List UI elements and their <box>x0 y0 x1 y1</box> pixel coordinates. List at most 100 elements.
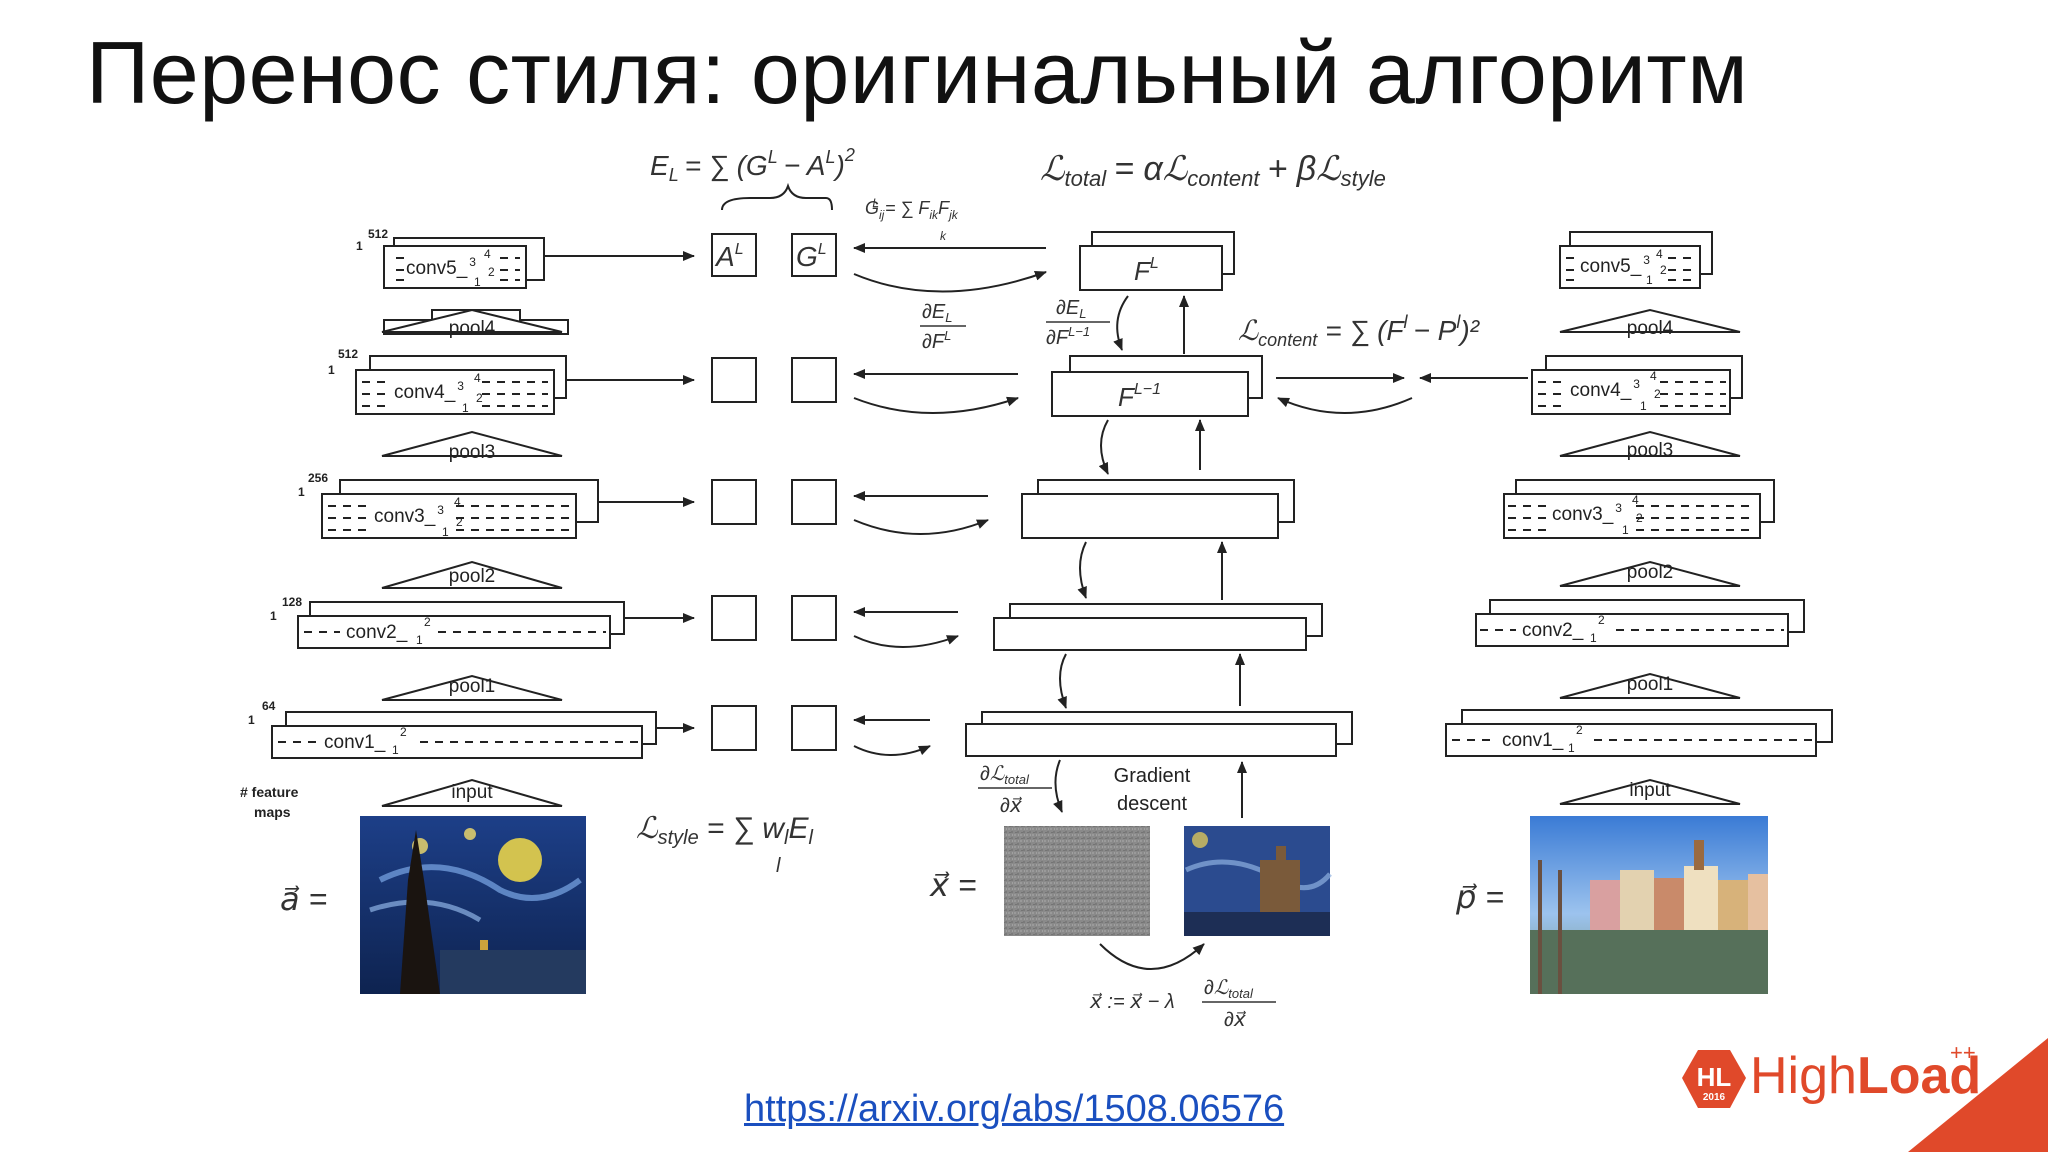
logo-word-light: High <box>1750 1047 1857 1105</box>
svg-text:pool2: pool2 <box>449 566 496 587</box>
svg-text:pool1: pool1 <box>449 676 496 697</box>
a-box-conv1 <box>711 705 757 751</box>
logo-corner-shape <box>1908 1038 2048 1152</box>
svg-text:a⃗ =: a⃗ = <box>280 881 327 917</box>
svg-text:l: l <box>776 855 781 877</box>
derivative-de-df: ∂EL ∂FL <box>920 301 966 353</box>
svg-text:1: 1 <box>356 239 363 253</box>
svg-text:HL: HL <box>1697 1062 1732 1092</box>
left-to-style-arrows <box>544 251 695 733</box>
g-box-conv2 <box>791 595 837 641</box>
gradient-label: Gradient descent <box>1114 765 1191 815</box>
update-arrow <box>1099 943 1205 970</box>
svg-text:64: 64 <box>262 699 276 713</box>
svg-text:2: 2 <box>424 615 431 629</box>
svg-text:conv2_: conv2_ <box>346 622 408 643</box>
tubingen-photo <box>1530 816 1768 994</box>
svg-text:∂FL−1: ∂FL−1 <box>1046 324 1090 349</box>
logo-wordmark: HighLoad <box>1750 1046 1981 1106</box>
svg-text:Gradient: Gradient <box>1114 765 1191 787</box>
svg-text:ℒstyle= ∑ wlEl: ℒstyle= ∑ wlEl <box>636 812 813 849</box>
svg-text:GL: GL <box>796 241 827 272</box>
svg-text:∂FL: ∂FL <box>922 328 951 353</box>
pool3-shape <box>381 430 563 457</box>
svg-text:x⃗ =: x⃗ = <box>929 867 977 903</box>
svg-text:4: 4 <box>1632 493 1639 507</box>
svg-text:FL: FL <box>1134 255 1159 286</box>
svg-text:4: 4 <box>454 495 461 509</box>
svg-text:1: 1 <box>270 609 277 623</box>
middle-column <box>965 231 1353 757</box>
svg-text:1: 1 <box>474 275 481 289</box>
svg-text:pool3: pool3 <box>1627 440 1674 461</box>
equation-style: ℒstyle= ∑ wlEl l <box>636 812 813 877</box>
svg-text:FL−1: FL−1 <box>1118 381 1161 412</box>
logo-word-bold: Load <box>1856 1047 1982 1105</box>
svg-text:pool3: pool3 <box>449 442 496 463</box>
svg-text:512: 512 <box>338 347 358 361</box>
paper-link[interactable]: https://arxiv.org/abs/1508.06576 <box>744 1088 1285 1130</box>
svg-text:∂EL: ∂EL <box>922 301 952 325</box>
svg-text:2: 2 <box>476 391 483 405</box>
svg-text:x⃗ := x⃗ − λ: x⃗ := x⃗ − λ <box>1089 991 1175 1013</box>
conv4-box <box>355 369 555 415</box>
left-network-labels: conv5_3 4 2 1 conv4_3 4 2 1 conv3_3 4 2 … <box>240 227 495 820</box>
svg-text:128: 128 <box>282 595 302 609</box>
svg-text:# feature: # feature <box>240 784 299 800</box>
svg-text:1: 1 <box>1640 399 1647 413</box>
svg-text:4: 4 <box>1656 247 1663 261</box>
left-pool-labels: pool4 pool3 pool2 pool1 input <box>449 318 496 803</box>
style-column-labels: AL GL <box>714 241 827 272</box>
highload-logo: HL 2016 <box>1682 1038 2048 1152</box>
svg-text:2: 2 <box>1598 613 1605 627</box>
svg-text:4: 4 <box>1650 369 1657 383</box>
svg-text:ℒcontent= ∑ (Fl− Pl)²: ℒcontent= ∑ (Fl− Pl)² <box>1238 312 1481 350</box>
svg-text:descent: descent <box>1117 793 1187 815</box>
svg-text:conv1_: conv1_ <box>1502 730 1564 751</box>
svg-text:512: 512 <box>368 227 388 241</box>
logo-hexagon <box>1682 1050 1746 1108</box>
g-box-conv5 <box>791 233 837 277</box>
svg-text:2: 2 <box>1654 387 1661 401</box>
svg-text:p⃗ =: p⃗ = <box>1455 879 1504 915</box>
svg-text:1: 1 <box>442 525 449 539</box>
equation-content: ℒcontent= ∑ (Fl− Pl)² <box>1238 312 1481 350</box>
svg-text:conv1_: conv1_ <box>324 732 386 753</box>
svg-text:2: 2 <box>1576 723 1583 737</box>
right-network-dashes <box>1452 257 1812 741</box>
pool4-shape <box>381 308 563 333</box>
svg-text:2: 2 <box>1636 511 1643 525</box>
equation-el: EL= ∑ (GL− AL)2 <box>650 145 855 185</box>
svg-text:1: 1 <box>1646 273 1653 287</box>
svg-text:1: 1 <box>298 485 305 499</box>
svg-text:k: k <box>940 229 947 243</box>
style-middle-arrows <box>853 243 1047 756</box>
derivative-de-df-l1: ∂EL ∂FL−1 <box>1046 297 1110 349</box>
svg-text:2: 2 <box>1660 263 1667 277</box>
conv3-box <box>321 493 577 539</box>
svg-text:2: 2 <box>456 515 463 529</box>
style-column <box>711 233 837 751</box>
fl-box <box>1079 245 1223 291</box>
update-rule: x⃗ := x⃗ − λ ∂ℒtotal ∂x⃗ <box>1089 977 1276 1031</box>
logo-plusplus: ++ <box>1950 1040 1976 1065</box>
svg-text:pool1: pool1 <box>1627 674 1674 695</box>
middle-right-arrows <box>1276 373 1528 414</box>
svg-text:maps: maps <box>254 804 291 820</box>
svg-text:4: 4 <box>474 371 481 385</box>
svg-text:1: 1 <box>1622 523 1629 537</box>
middle-vertical-arrows <box>1053 295 1247 818</box>
slide-title: Перенос стиля: оригинальный алгоритм <box>86 23 1749 122</box>
svg-text:4: 4 <box>484 247 491 261</box>
left-pool-shapes <box>381 308 563 807</box>
equation-total: ℒtotal= αℒcontent+ βℒstyle <box>1040 150 1386 191</box>
svg-text:conv4_3: conv4_3 <box>1570 377 1640 401</box>
right-pool-labels: pool4 pool3 pool2 pool1 input <box>1627 318 1674 801</box>
svg-text:EL= ∑ (GL− AL)2: EL= ∑ (GL− AL)2 <box>650 145 855 185</box>
svg-text:input: input <box>451 782 493 803</box>
svg-text:input: input <box>1629 780 1671 801</box>
svg-text:1: 1 <box>416 633 423 647</box>
svg-text:∂ℒtotal: ∂ℒtotal <box>980 763 1030 787</box>
g-box-conv3 <box>791 479 837 525</box>
